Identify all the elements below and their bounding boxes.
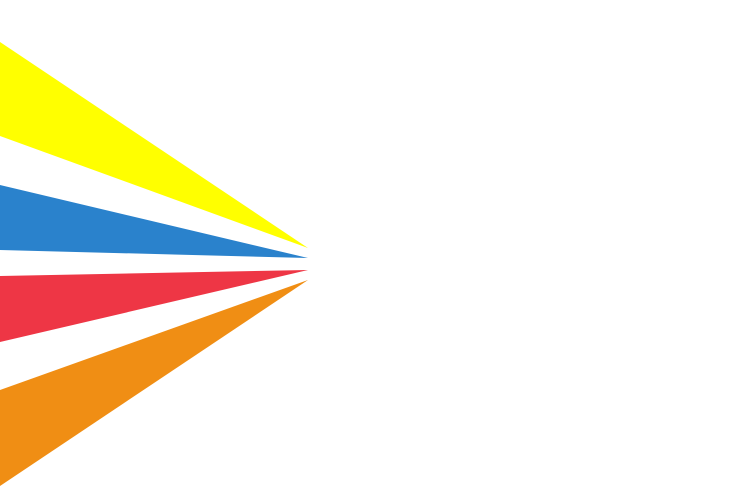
yellow-ray <box>0 42 308 248</box>
orange-ray <box>0 280 308 486</box>
blue-ray <box>0 185 308 258</box>
red-ray <box>0 270 308 342</box>
